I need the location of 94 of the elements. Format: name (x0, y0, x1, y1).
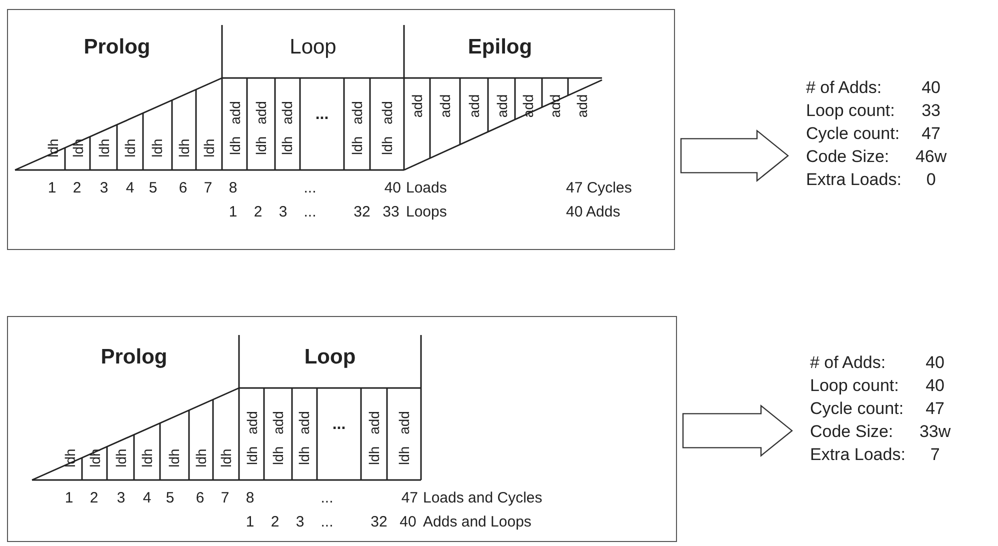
loop-number: 1 (228, 204, 238, 220)
stat-label: # of Adds: (806, 78, 883, 97)
stat-label: Code Size: (806, 147, 890, 166)
stat-value: 40 (924, 353, 946, 372)
stat-value: 40 (920, 78, 942, 97)
cycle-number: 6 (178, 180, 188, 196)
instruction-label: ldh (194, 448, 208, 468)
section-heading: Prolog (100, 346, 168, 368)
stat-value: 47 (920, 124, 942, 143)
stat-value: 0 (925, 170, 937, 189)
stat-label: Code Size: (810, 422, 894, 441)
cycle-number: 47 (401, 490, 418, 506)
instruction-label: add (467, 94, 481, 118)
cycle-number: 7 (220, 490, 230, 506)
row-label: Loops (406, 204, 447, 220)
stat-value: 7 (929, 445, 941, 464)
instruction-label: add (495, 94, 509, 118)
cycle-number: 5 (148, 180, 158, 196)
total-label: 40 Adds (566, 204, 620, 220)
instruction-label: ldh (167, 448, 181, 468)
cycle-number: 2 (90, 490, 98, 506)
ellipsis: ... (320, 490, 334, 506)
cycle-number: 1 (48, 180, 56, 196)
instruction-label: ldh add (245, 411, 259, 465)
loop-number: 32 (370, 514, 388, 530)
instruction-label: ldh add (397, 411, 411, 465)
ellipsis: ... (332, 417, 346, 433)
section-heading: Loop (304, 346, 356, 368)
instruction-label: ldh (123, 138, 137, 158)
stat-value: 47 (924, 399, 946, 418)
instruction-label: ldh add (350, 101, 364, 155)
block-arrow (680, 129, 789, 182)
section-heading: Prolog (84, 36, 150, 58)
instruction-label: ldh add (280, 101, 294, 155)
cycle-number: 3 (100, 180, 108, 196)
instruction-label: ldh add (297, 411, 311, 465)
instruction-label: ldh add (367, 411, 381, 465)
loop-number: 3 (296, 514, 304, 530)
stat-label: # of Adds: (810, 353, 887, 372)
instruction-label: ldh (202, 138, 216, 158)
instruction-label: ldh add (228, 101, 242, 155)
instruction-label: add (410, 94, 424, 118)
instruction-label: ldh add (271, 411, 285, 465)
stat-label: Loop count: (810, 376, 900, 395)
ellipsis: ... (320, 514, 334, 530)
stat-label: Extra Loads: (810, 445, 906, 464)
cycle-number: 3 (116, 490, 126, 506)
panel-frame (7, 316, 677, 542)
loop-number: 33 (382, 204, 400, 220)
panel-frame (7, 9, 675, 250)
row-label: Loads and Cycles (423, 490, 542, 506)
stat-label: Extra Loads: (806, 170, 902, 189)
stat-value: 33w (919, 422, 951, 441)
cycle-number: 5 (166, 490, 174, 506)
instruction-label: ldh add (380, 101, 394, 155)
ellipsis: ... (304, 204, 316, 220)
cycle-number: 7 (204, 180, 212, 196)
stat-label: Cycle count: (806, 124, 901, 143)
loop-number: 2 (254, 204, 262, 220)
instruction-label: add (438, 94, 452, 118)
stat-label: Cycle count: (810, 399, 905, 418)
cycle-number: 6 (196, 490, 204, 506)
instruction-label: ldh (150, 138, 164, 158)
instruction-label: ldh add (254, 101, 268, 155)
stat-value: 33 (920, 101, 942, 120)
loop-number: 3 (278, 204, 288, 220)
instruction-label: ldh (177, 138, 191, 158)
instruction-label: add (575, 94, 589, 118)
total-label: 47 Cycles (566, 180, 632, 196)
stat-value: 40 (924, 376, 946, 395)
loop-number: 40 (400, 514, 416, 530)
block-arrow (682, 404, 793, 457)
stat-value: 46w (915, 147, 947, 166)
ellipsis: ... (315, 107, 329, 123)
instruction-label: ldh (140, 448, 154, 468)
ellipsis: ... (304, 180, 316, 196)
instruction-label: ldh (114, 448, 128, 468)
stat-label: Loop count: (806, 101, 896, 120)
loop-number: 1 (246, 514, 254, 530)
loop-number: 2 (270, 514, 280, 530)
cycle-number: 4 (126, 180, 134, 196)
cycle-number: 8 (228, 180, 238, 196)
row-label: Adds and Loops (423, 514, 532, 530)
cycle-number: 4 (142, 490, 152, 506)
section-heading: Loop (290, 36, 336, 58)
cycle-number: 40 (384, 180, 401, 196)
instruction-label: ldh (219, 448, 233, 468)
instruction-label: ldh (97, 138, 111, 158)
row-label: Loads (406, 180, 447, 196)
cycle-number: 2 (72, 180, 82, 196)
section-heading: Epilog (468, 36, 532, 58)
cycle-number: 1 (64, 490, 74, 506)
cycle-number: 8 (246, 490, 254, 506)
loop-number: 32 (354, 204, 370, 220)
